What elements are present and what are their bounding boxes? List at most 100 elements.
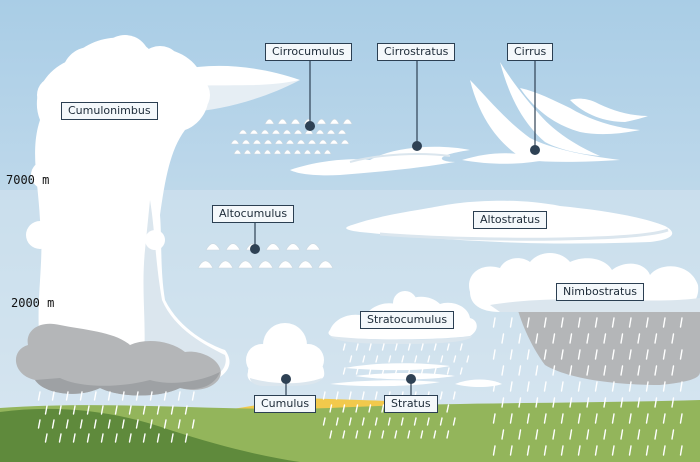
raindrop <box>446 430 450 439</box>
raindrop <box>535 397 539 408</box>
raindrop <box>560 413 564 424</box>
raindrop <box>329 404 333 413</box>
raindrop <box>569 333 573 344</box>
raindrop <box>86 433 90 443</box>
raindrop <box>569 397 573 408</box>
raindrop <box>427 355 431 363</box>
raindrop <box>170 405 174 415</box>
raindrop <box>645 317 649 328</box>
raindrop <box>440 355 444 363</box>
raindrop <box>552 333 556 344</box>
cumulus-cloud <box>246 323 325 386</box>
cirrocumulus-puff <box>337 129 347 135</box>
pointer-dot <box>250 244 260 254</box>
cirrocumulus-puff <box>296 139 306 145</box>
raindrop <box>620 429 624 440</box>
cirrocumulus-puff <box>313 149 322 155</box>
raindrop <box>535 365 539 376</box>
raindrop <box>543 413 547 424</box>
altocumulus-puff <box>297 260 314 269</box>
pointer-dot <box>412 141 422 151</box>
cirrocumulus-puff <box>316 118 327 125</box>
raindrop <box>671 365 675 376</box>
raindrop <box>163 391 167 401</box>
nimbostratus-rain <box>492 317 683 456</box>
raindrop <box>348 417 352 426</box>
raindrop <box>628 445 632 456</box>
raindrop <box>628 413 632 424</box>
cirrocumulus-puff <box>290 118 301 125</box>
raindrop <box>156 405 160 415</box>
raindrop <box>603 365 607 376</box>
cirrocumulus-puff <box>253 149 262 155</box>
pointer-dot <box>305 121 315 131</box>
raindrop <box>501 333 505 344</box>
raindrop <box>671 397 675 408</box>
raindrop <box>135 391 139 401</box>
raindrop <box>439 417 443 426</box>
cirrocumulus-cloud <box>230 118 353 155</box>
altitude-2000: 2000 m <box>11 296 55 310</box>
pointer-stratus <box>406 374 416 395</box>
raindrop <box>37 391 41 401</box>
cirrocumulus-puff <box>241 139 251 145</box>
raindrop <box>569 365 573 376</box>
pointer-cumulus <box>281 374 291 395</box>
raindrop <box>433 367 437 375</box>
label-cirrocumulus: Cirrocumulus <box>265 43 352 61</box>
raindrop <box>452 417 456 426</box>
raindrop <box>662 317 666 328</box>
raindrop <box>184 405 188 415</box>
raindrop <box>65 391 69 401</box>
label-cirrostratus: Cirrostratus <box>377 43 456 61</box>
cirrocumulus-puff <box>249 129 259 135</box>
altocumulus-cloud <box>197 243 334 269</box>
altocumulus-puff <box>197 260 214 269</box>
raindrop <box>679 413 683 424</box>
cirrus-cloud <box>462 62 648 164</box>
raindrop <box>100 433 104 443</box>
raindrop <box>552 397 556 408</box>
altocumulus-puff <box>225 243 241 251</box>
raindrop <box>662 413 666 424</box>
raindrop <box>433 430 437 439</box>
label-stratus: Stratus <box>384 395 438 413</box>
raindrop <box>535 333 539 344</box>
raindrop <box>509 317 513 328</box>
altitude-7000: 7000 m <box>6 173 50 187</box>
cirrocumulus-puff <box>260 129 270 135</box>
raindrop <box>543 317 547 328</box>
raindrop <box>611 381 615 392</box>
raindrop <box>611 349 615 360</box>
raindrop <box>569 429 573 440</box>
raindrop <box>381 343 385 351</box>
raindrop <box>586 429 590 440</box>
raindrop <box>518 333 522 344</box>
raindrop <box>420 343 424 351</box>
raindrop <box>388 355 392 363</box>
cumulonimbus-rain <box>37 391 195 443</box>
raindrop <box>679 317 683 328</box>
raindrop <box>526 445 530 456</box>
raindrop <box>355 367 359 375</box>
raindrop <box>501 397 505 408</box>
raindrop <box>628 349 632 360</box>
raindrop <box>620 333 624 344</box>
pointer-cirrostratus <box>412 60 422 151</box>
cirrostratus-wisp <box>349 153 451 163</box>
raindrop <box>577 413 581 424</box>
raindrop <box>93 419 97 429</box>
raindrop <box>114 405 118 415</box>
cirrocumulus-puff <box>329 139 339 145</box>
raindrop <box>628 381 632 392</box>
raindrop <box>128 405 132 415</box>
cirrocumulus-puff <box>293 129 303 135</box>
raindrop <box>142 433 146 443</box>
raindrop <box>637 429 641 440</box>
altocumulus-puff <box>205 243 221 251</box>
raindrop <box>526 413 530 424</box>
raindrop <box>645 445 649 456</box>
label-cirrus: Cirrus <box>507 43 554 61</box>
raindrop <box>611 317 615 328</box>
